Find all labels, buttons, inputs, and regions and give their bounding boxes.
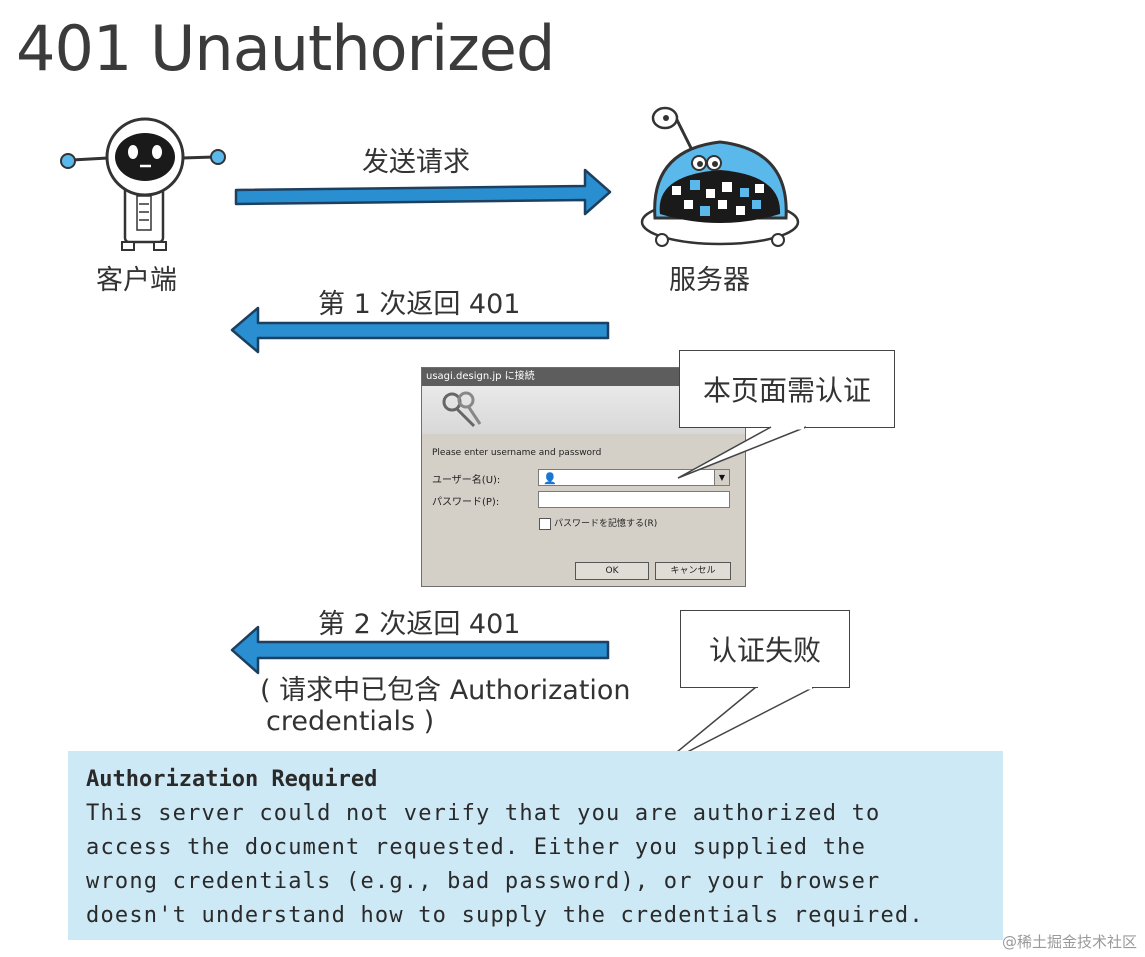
second-response-label: 第 2 次返回 401 [318,609,521,640]
chevron-down-icon[interactable]: ▼ [714,470,729,485]
keys-icon [442,391,482,428]
auth-failed-callout: 认证失败 [680,610,850,688]
second-response-arrow [230,625,610,675]
dialog-titlebar: usagi.design.jp に接続 [422,368,745,386]
remember-password-label: パスワードを記憶する(R) [554,519,658,529]
error-line: doesn't understand how to supply the cre… [86,903,924,928]
server-label: 服务器 [669,265,750,296]
auth-failed-text: 认证失败 [708,634,821,667]
username-label: ユーザー名(U): [432,475,501,486]
page-title: 401 Unauthorized [16,12,555,85]
client-robot-icon [60,117,226,251]
error-line: This server could not verify that you ar… [86,801,881,826]
second-response-note-line2: credentials ) [266,706,435,737]
remember-password-checkbox[interactable] [539,518,551,530]
auth-required-callout: 本页面需认证 [679,350,895,428]
error-message-box: Authorization Required This server could… [68,751,1003,940]
dialog-prompt: Please enter username and password [432,448,602,458]
password-label: パスワード(P): [432,497,500,508]
request-label: 发送请求 [362,147,470,178]
error-line: access the document requested. Either yo… [86,835,867,860]
first-response-label: 第 1 次返回 401 [318,289,521,320]
second-response-note-line1: ( 请求中已包含 Authorization [260,675,631,706]
username-field[interactable]: 👤 ▼ [538,469,730,486]
user-icon: 👤 [543,472,557,485]
ok-button[interactable]: OK [575,562,649,580]
request-arrow [234,168,612,216]
cancel-button[interactable]: キャンセル [655,562,731,580]
watermark: @稀土掘金技术社区 [1001,933,1137,951]
first-response-arrow [230,306,610,354]
error-line: wrong credentials (e.g., bad password), … [86,869,881,894]
client-label: 客户端 [96,265,177,296]
password-field[interactable] [538,491,730,508]
auth-required-text: 本页面需认证 [702,374,871,407]
error-heading: Authorization Required [86,767,378,792]
server-robot-icon [640,106,800,247]
